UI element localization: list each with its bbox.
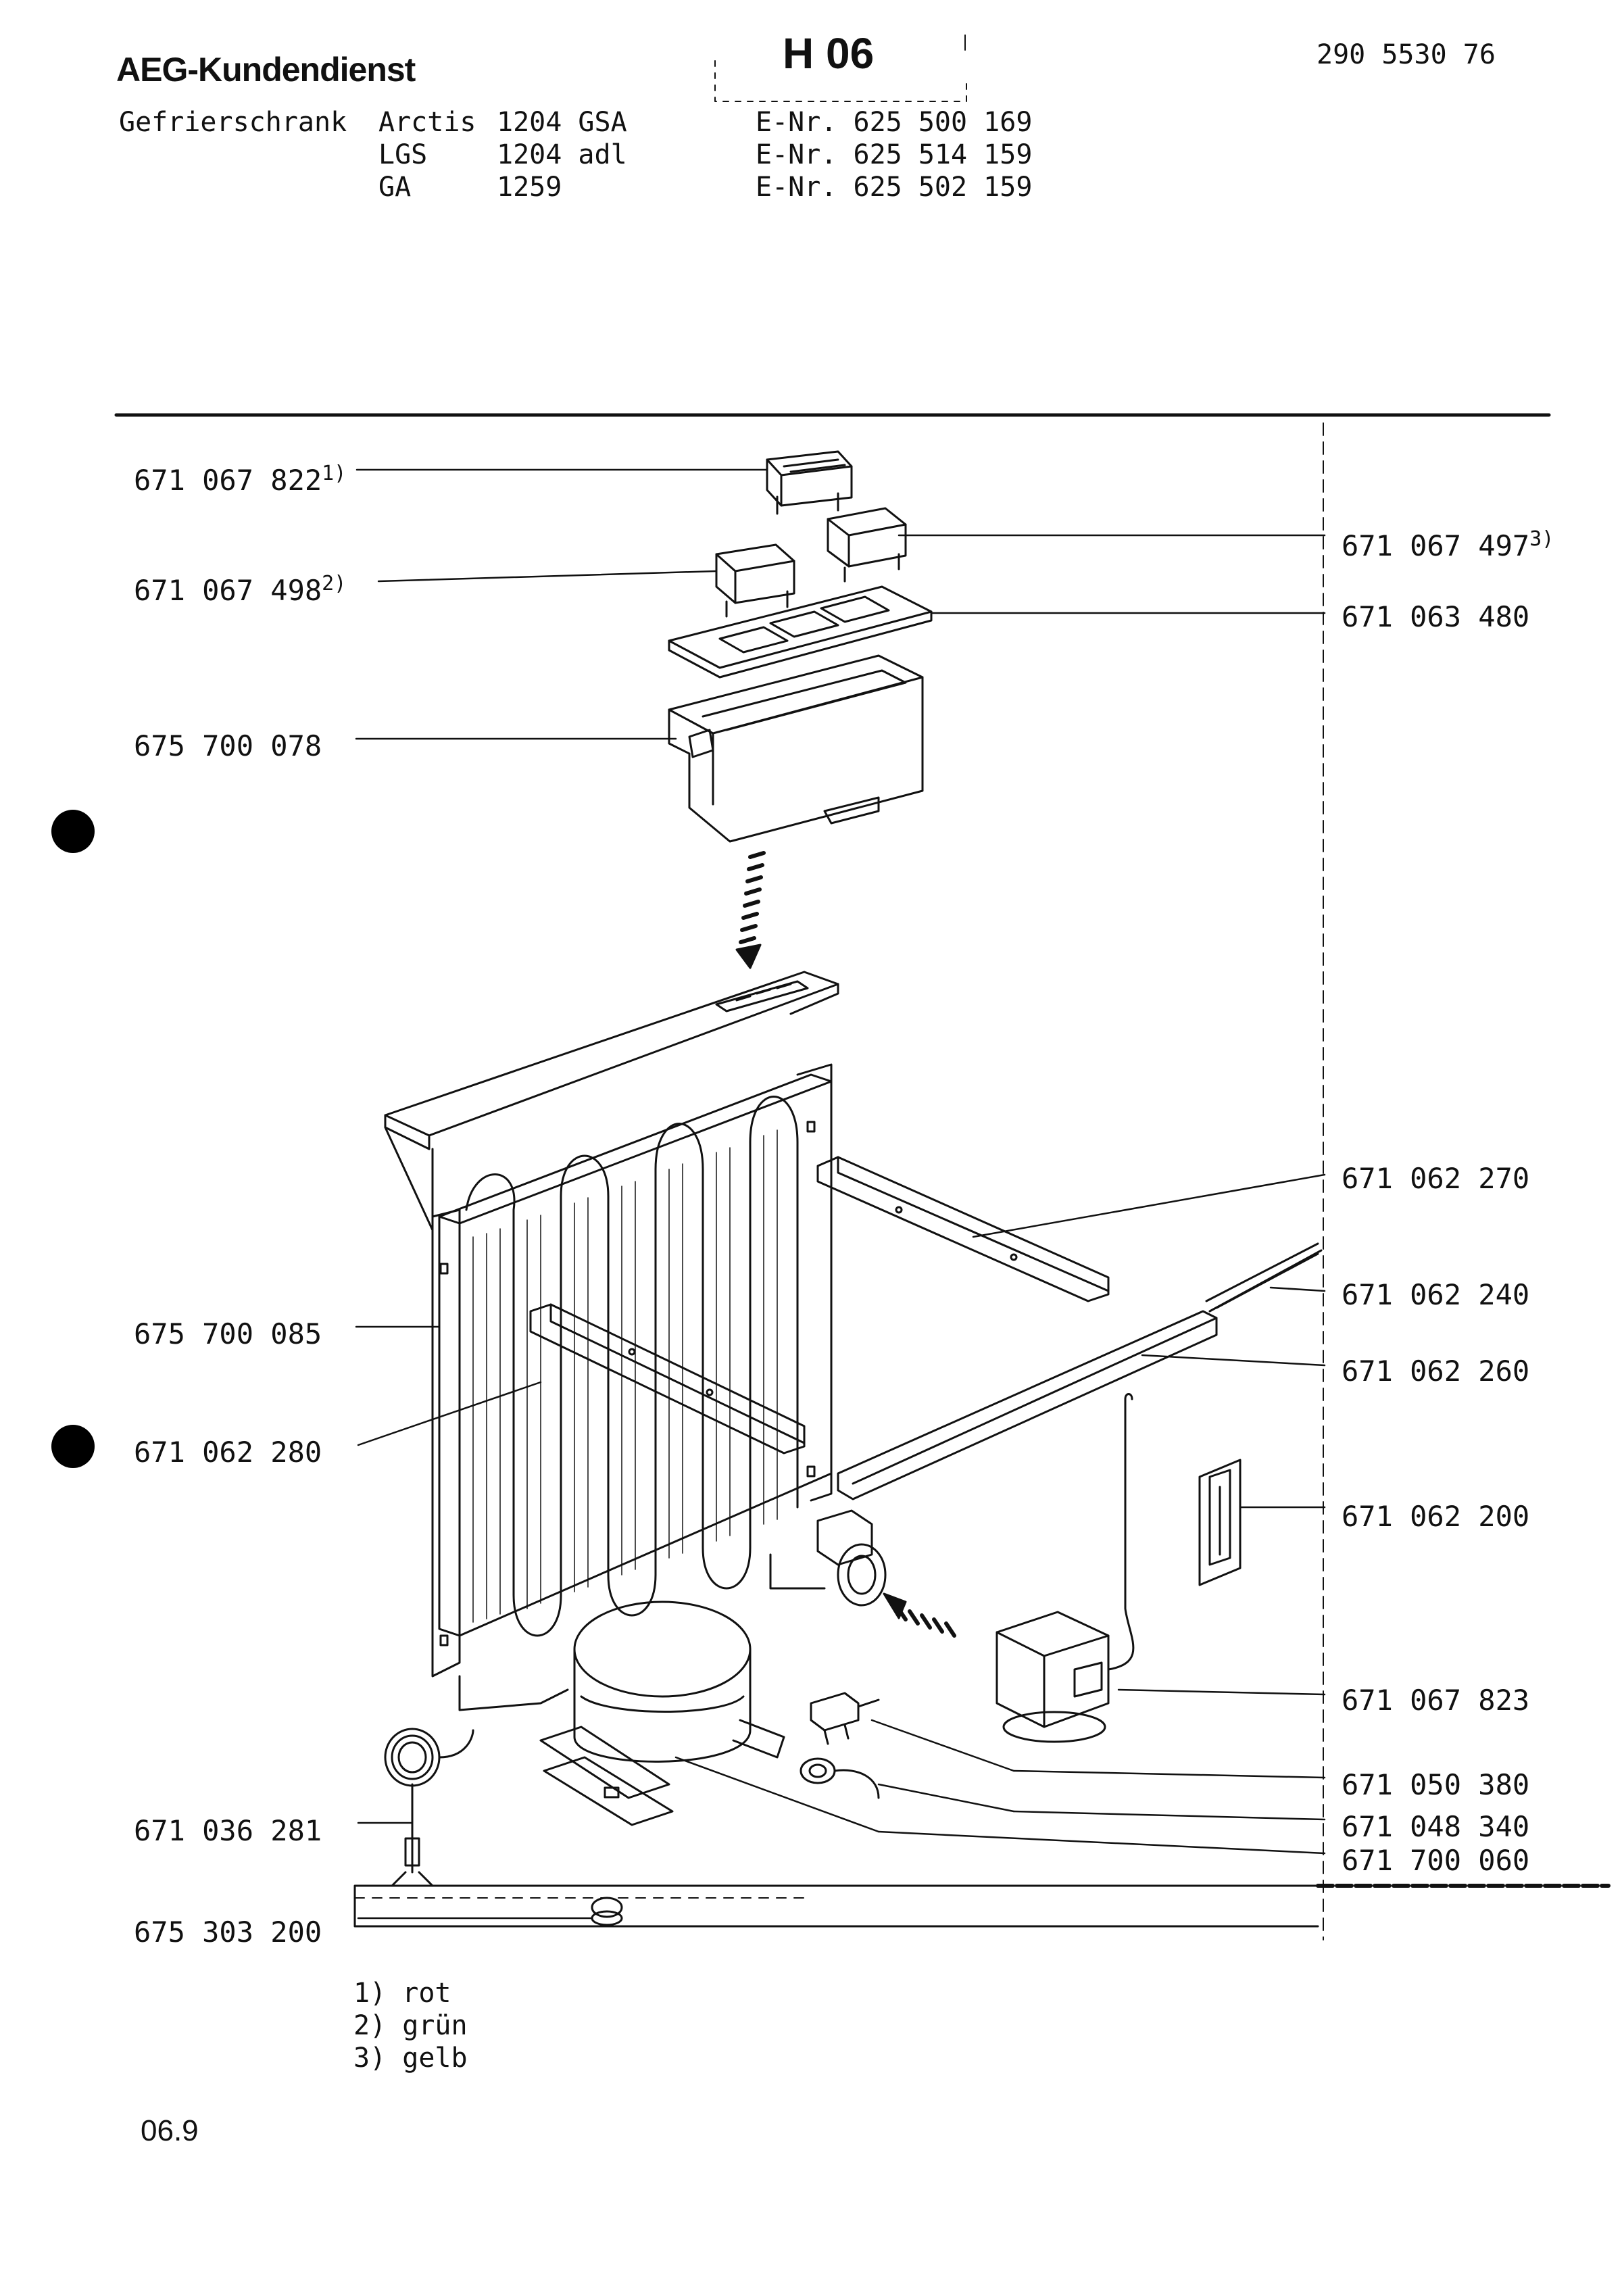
part-footnote-marker: 2) xyxy=(322,572,347,595)
part-number: 671 062 240 xyxy=(1342,1278,1530,1311)
part-footnote-marker: 1) xyxy=(322,462,347,485)
part-number: 671 067 823 xyxy=(1342,1684,1530,1717)
e-nr-2: E-Nr. 625 514 159 xyxy=(756,139,1033,170)
bottom-rail xyxy=(353,1884,1611,1928)
assembly-arrow-left xyxy=(895,1605,956,1638)
part-number: 671 700 060 xyxy=(1342,1844,1530,1877)
model-name-3: GA xyxy=(378,172,412,203)
power-cable-036-281 xyxy=(384,1728,474,1887)
footnote-2: 2) grün xyxy=(353,2010,468,2041)
part-number: 675 700 078 xyxy=(134,729,322,762)
thermostat xyxy=(996,1393,1135,1743)
lamp-socket-048-340 xyxy=(800,1757,880,1799)
part-number: 671 062 280 xyxy=(134,1436,322,1469)
part-number: 671 067 498 xyxy=(134,574,322,607)
part-number: 675 303 200 xyxy=(134,1915,322,1949)
part-number: 671 062 270 xyxy=(1342,1162,1530,1195)
document-number: 290 5530 76 xyxy=(1317,39,1496,70)
part-number: 671 048 340 xyxy=(1342,1810,1530,1843)
footnote-3: 3) gelb xyxy=(353,2043,468,2074)
bracket-062-280 xyxy=(529,1303,806,1455)
part-footnote-marker: 3) xyxy=(1529,527,1554,551)
marker-dot xyxy=(51,1425,95,1468)
switch-green xyxy=(715,543,795,618)
switch-frame-plate xyxy=(668,585,933,679)
part-number: 671 067 822 xyxy=(134,464,322,497)
e-nr-3: E-Nr. 625 502 159 xyxy=(756,172,1033,203)
door-switch-050-380 xyxy=(810,1692,880,1745)
tube-2 xyxy=(769,1553,826,1590)
model-name-2: LGS xyxy=(378,139,428,170)
part-number: 671 062 260 xyxy=(1342,1354,1530,1388)
part-number: 671 036 281 xyxy=(134,1814,322,1847)
top-cover-panel xyxy=(384,971,839,1231)
starter-relay xyxy=(816,1509,887,1607)
page-code: H 06 xyxy=(783,29,875,78)
switch-housing-box xyxy=(668,654,924,843)
switch-red xyxy=(766,450,853,515)
marker-dot xyxy=(51,810,95,853)
bracket-062-270 xyxy=(816,1156,1110,1302)
model-number-2: 1204 adl xyxy=(497,139,627,170)
footnote-1: 1) rot xyxy=(353,1978,451,2009)
part-label: 671 067 8221) xyxy=(134,460,346,495)
part-number: 671 067 497 xyxy=(1342,529,1530,562)
part-number: 675 700 085 xyxy=(134,1317,322,1350)
part-number: 671 050 380 xyxy=(1342,1768,1530,1801)
compressor xyxy=(539,1601,785,1826)
tube-1 xyxy=(458,1675,569,1711)
model-name-1: Arctis xyxy=(378,107,476,138)
assembly-arrow-down xyxy=(739,851,766,944)
part-label: 671 067 4973) xyxy=(1342,525,1554,560)
part-label: 671 067 4982) xyxy=(134,570,346,605)
date-code: 06.9 xyxy=(141,2114,199,2147)
appliance-type: Gefrierschrank xyxy=(119,107,347,138)
model-number-1: 1204 GSA xyxy=(497,107,627,138)
brand-title: AEG-Kundendienst xyxy=(116,51,416,89)
rail-062-260 xyxy=(837,1242,1323,1500)
part-number: 671 062 200 xyxy=(1342,1500,1530,1533)
leader-lines xyxy=(355,468,1326,1920)
clip-062-200 xyxy=(1198,1459,1242,1586)
part-number: 671 063 480 xyxy=(1342,600,1530,633)
model-number-3: 1259 xyxy=(497,172,562,203)
switch-yellow xyxy=(827,507,907,583)
condenser-panel xyxy=(438,1063,833,1637)
side-bracket-left xyxy=(431,1208,461,1678)
e-nr-1: E-Nr. 625 500 169 xyxy=(756,107,1033,138)
